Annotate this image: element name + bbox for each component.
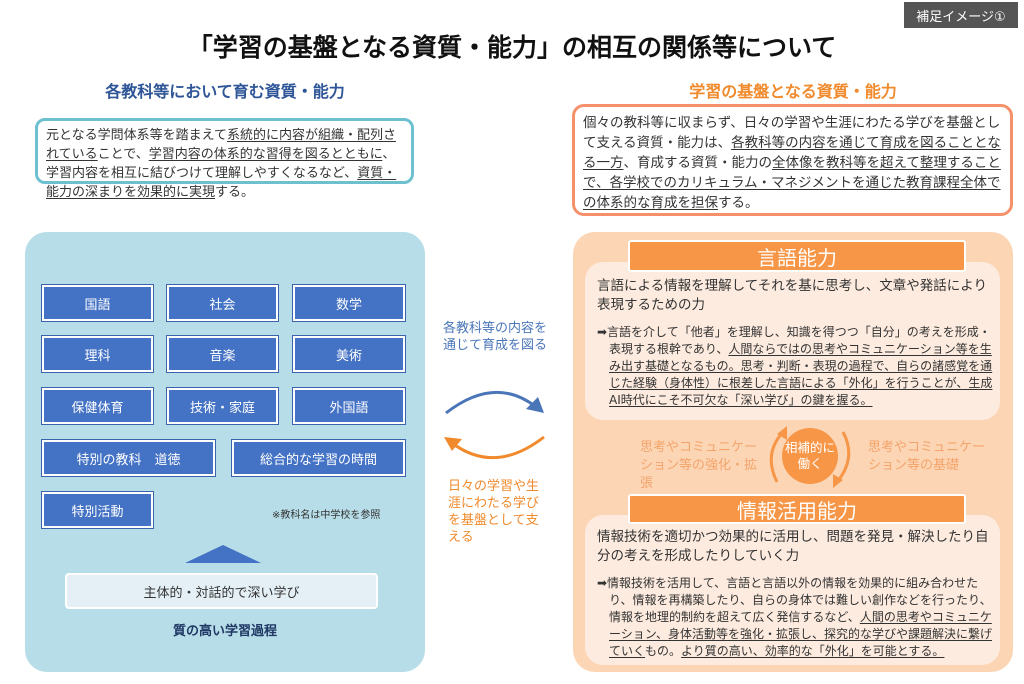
language-title: 言語能力 <box>628 240 966 272</box>
complement-cycle-icon <box>769 426 851 488</box>
text: 個々の教科等に収まらず、日々の学習や生涯にわたる学びを基盤として支える資質・能力… <box>583 115 1001 151</box>
subject-foreign-language: 外国語 <box>293 388 405 424</box>
underlined-text: 系統的に内容が組織・配列されている <box>46 128 396 162</box>
subject-social-studies: 社会 <box>167 285 278 321</box>
underlined-text: 各教科等の内容を通じて育成を図ることとなる一方 <box>583 135 1001 171</box>
complement-left-text: 思考やコミュニケーション等の強化・拡張 <box>640 440 758 491</box>
right-description: 個々の教科等に収まらず、日々の学習や生涯にわたる学びを基盤として支える資質・能力… <box>572 104 1013 216</box>
underlined-text: 資質・能力の深まりを効果的に実現 <box>46 166 397 200</box>
deep-learning-box: 主体的・対話的で深い学び <box>65 573 378 609</box>
subject-integrated-study: 総合的な学習の時間 <box>232 440 405 476</box>
right-heading: 学習の基盤となる資質・能力 <box>689 82 897 101</box>
complement-right-text: 思考やコミュニケーション等の基礎 <box>868 440 986 473</box>
subject-art: 美術 <box>293 336 405 372</box>
text: する。 <box>215 185 255 200</box>
supplement-tag: 補足イメージ① <box>904 2 1018 28</box>
underlined-text: 人間ならではの思考やコミュニケーション等を生み出す基礎となるもの。 <box>609 342 992 373</box>
text: 、学習内容を相互に結びつけて理解しやすくなるなど、 <box>46 147 396 181</box>
text: する。 <box>718 195 759 211</box>
subject-music: 音楽 <box>167 336 278 372</box>
language-main-text: 言語による情報を理解してそれを基に思考し、文章や発話により表現するための力 <box>597 278 988 313</box>
information-card <box>585 515 1000 665</box>
underlined-text: 学習内容の体系的な習得を図るとともに <box>148 147 383 162</box>
quality-learning-label: 質の高い学習過程 <box>172 624 277 639</box>
subject-moral-education: 特別の教科 道徳 <box>42 440 215 476</box>
text: ➡言語を介して「他者」を理解し、知識を得つつ「自分」の考えを形成・表現する根幹で… <box>597 325 991 356</box>
subject-math: 数学 <box>293 285 405 321</box>
information-title: 情報活用能力 <box>628 494 966 524</box>
information-detail: ➡情報技術を活用して、言語と言語以外の情報を効果的に組み合わせたり、情報を再構築… <box>597 575 995 660</box>
underlined-text: 人間の思考やコミュニケーション、身体活動等を強化・拡張し、探究的な学びや課題解決… <box>609 610 993 658</box>
text: もの。 <box>645 644 682 658</box>
subject-special-activities: 特別活動 <box>42 492 153 528</box>
information-main-text: 情報技術を適切かつ効果的に活用し、問題を発見・解決したり自分の考えを形成したりし… <box>597 529 989 564</box>
language-detail: ➡言語を介して「他者」を理解し、知識を得つつ「自分」の考えを形成・表現する根幹で… <box>597 324 995 409</box>
subject-health-pe: 保健体育 <box>42 388 153 424</box>
complement-circle: 相補的に働く <box>782 428 838 484</box>
subject-science: 理科 <box>42 336 153 372</box>
left-heading: 各教科等において育む資質・能力 <box>105 82 345 101</box>
underlined-text: 全体像を教科等を超えて整理することで、各学校でのカリキュラム・マネジメントを通じ… <box>583 155 1001 211</box>
subjects-note: ※教科名は中学校を参照 <box>272 510 381 521</box>
text: ➡情報技術を活用して、言語と言語以外の情報を効果的に組み合わせたり、情報を再構築… <box>597 576 992 624</box>
text: 元となる学問体系等を踏まえて <box>46 128 227 143</box>
underlined-text: より質の高い、効率的な「外化」を可能とする。 <box>681 644 945 658</box>
underlined-text: 思考・判断・表現の過程で、自らの諸感覚を通じた経験（身体性）に根差した言語による… <box>609 359 993 407</box>
up-triangle-icon <box>185 545 261 563</box>
text: ことで、 <box>97 147 149 162</box>
middle-bottom-text: 日々の学習や生涯にわたる学びを基盤として支える <box>448 479 540 545</box>
cycle-arrows-icon <box>444 390 545 460</box>
subject-tech-home: 技術・家庭 <box>167 388 278 424</box>
text: 、育成する資質・能力の <box>623 155 773 171</box>
left-description: 元となる学問体系等を踏まえて系統的に内容が組織・配列されていることで、学習内容の… <box>35 118 414 200</box>
subject-japanese: 国語 <box>42 285 153 321</box>
page-title: 「学習の基盤となる資質・能力」の相互の関係等について <box>187 33 837 62</box>
language-card <box>585 262 1000 420</box>
middle-top-text: 各教科等の内容を通じて育成を図る <box>442 321 547 353</box>
